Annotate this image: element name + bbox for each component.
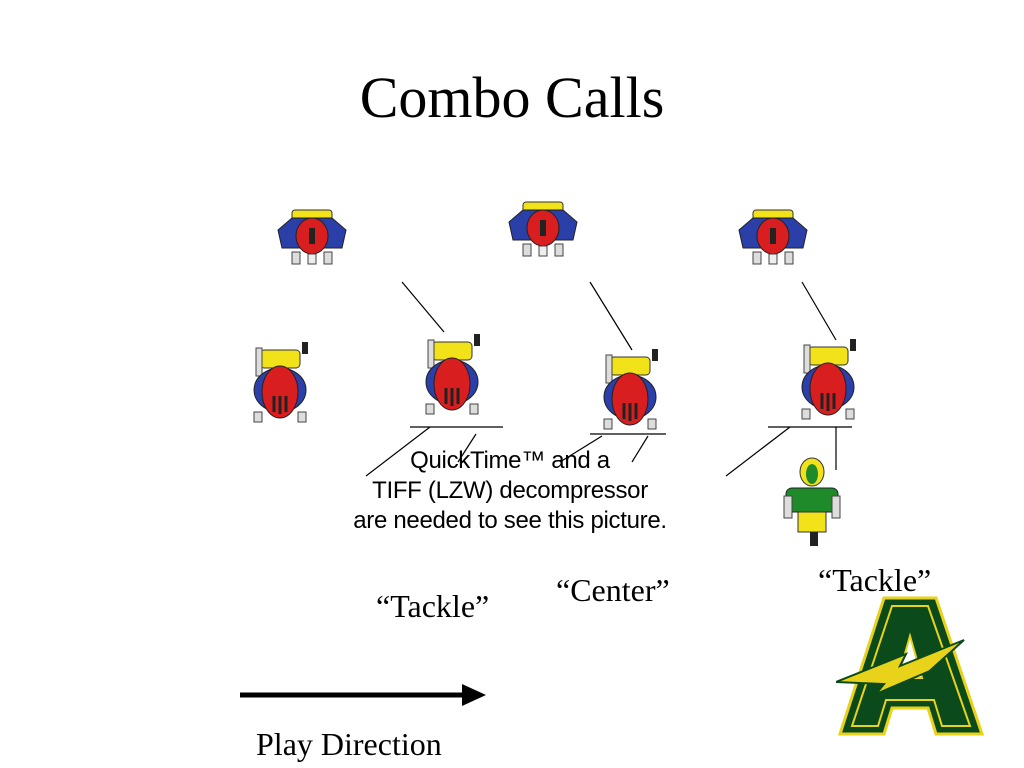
slide-title: Combo Calls xyxy=(359,65,665,130)
blocker-icon xyxy=(800,337,858,421)
defender-icon xyxy=(508,201,578,257)
defender-icon xyxy=(738,209,808,265)
call-center: “Center” xyxy=(556,572,670,608)
play-direction-label: Play Direction xyxy=(256,726,442,762)
quicktime-line-2: TIFF (LZW) decompressor xyxy=(372,477,648,504)
blocker-icon xyxy=(424,332,482,416)
call-right-tackle: “Tackle” xyxy=(818,562,932,598)
defender-icon xyxy=(277,209,347,265)
quicktime-line-1: QuickTime™ and a xyxy=(410,447,610,474)
school-logo-icon xyxy=(836,596,985,736)
blocker-icon xyxy=(252,340,310,424)
quicktime-line-3: are needed to see this picture. xyxy=(353,507,667,534)
runner-icon xyxy=(783,457,841,547)
quicktime-placeholder: QuickTime™ and a TIFF (LZW) decompressor… xyxy=(300,446,720,536)
arrow-right-icon xyxy=(240,684,486,706)
block-lines xyxy=(365,281,852,477)
call-left-tackle: “Tackle” xyxy=(376,588,490,624)
blocker-icon xyxy=(602,347,660,431)
